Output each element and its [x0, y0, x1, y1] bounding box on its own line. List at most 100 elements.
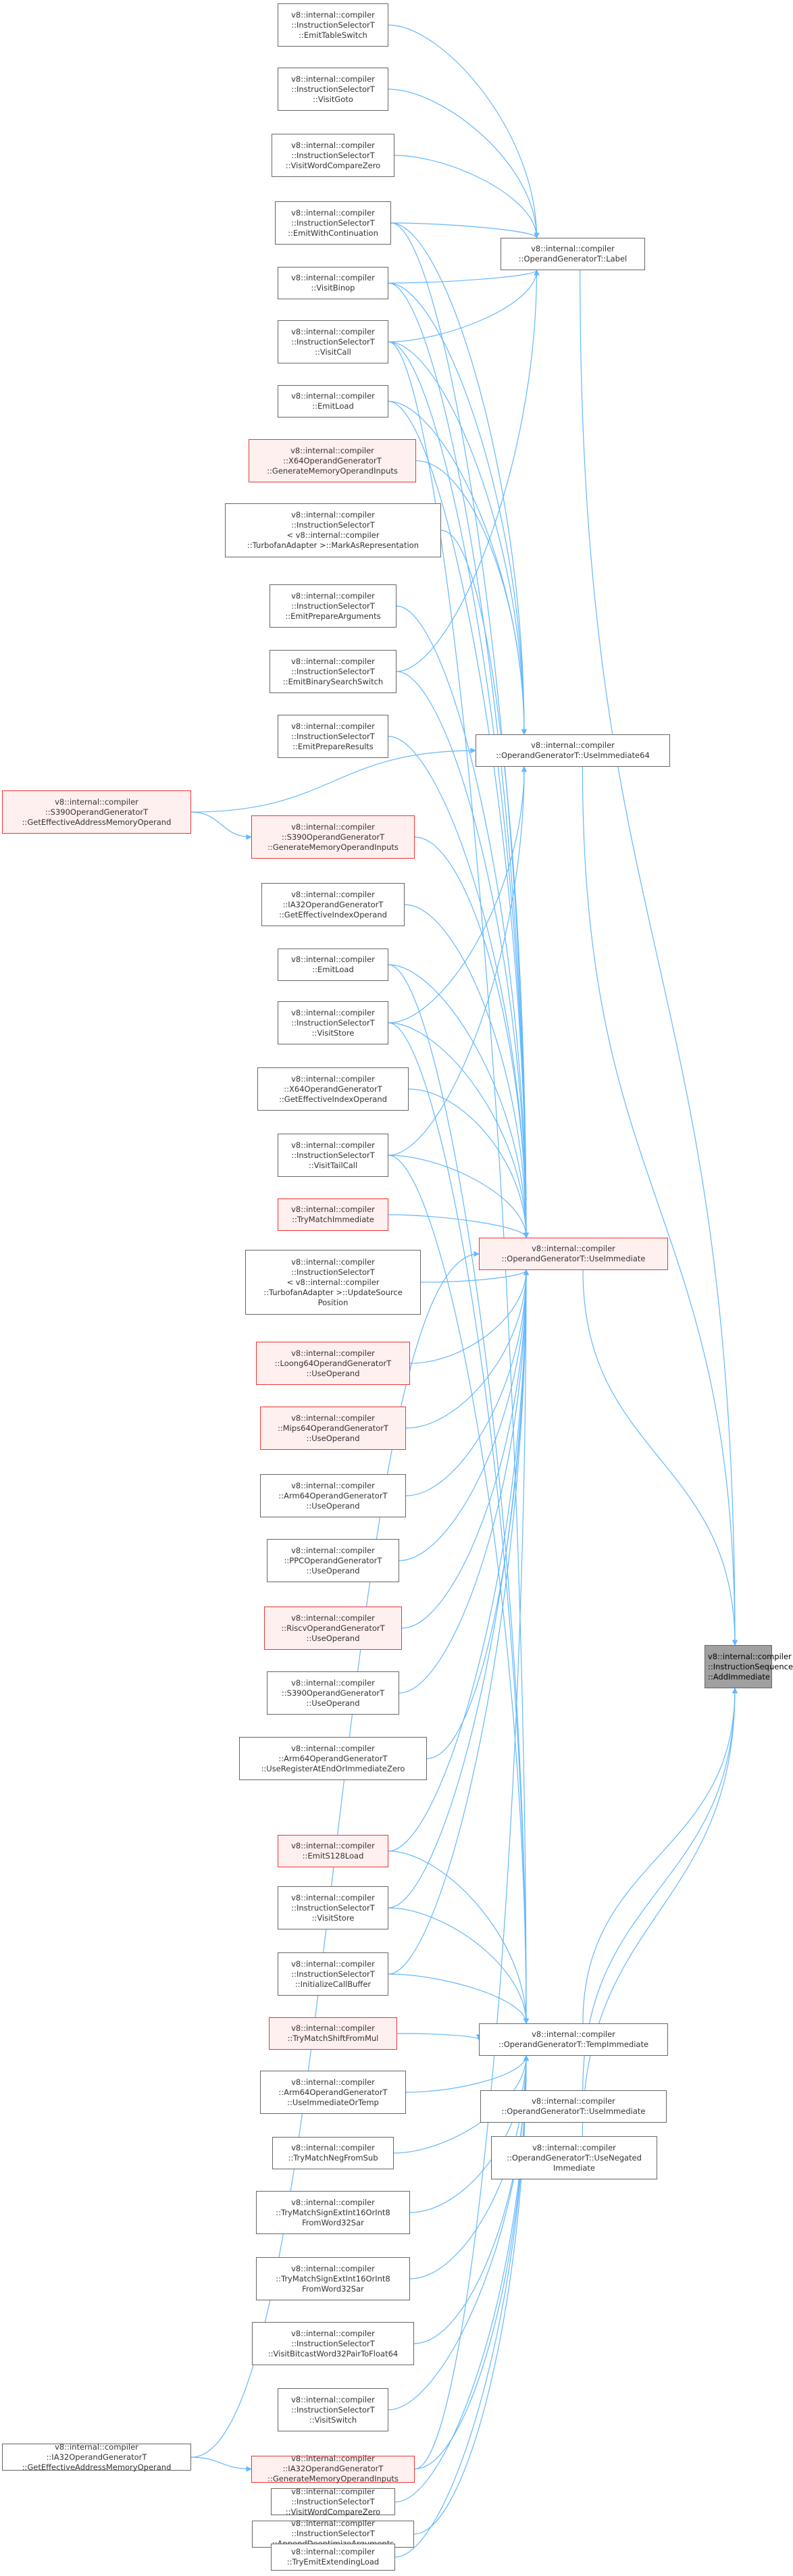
caller-node-n17[interactable]: v8::internal::compiler::InstructionSelec…	[278, 1001, 388, 1044]
caller-node-n40[interactable]: v8::internal::compiler::IA32OperandGener…	[251, 2454, 415, 2483]
edge-n19-to-useimm	[388, 1155, 530, 1238]
node-label-line: v8::internal::compiler	[290, 445, 374, 455]
caller-node-n25[interactable]: v8::internal::compiler::PPCOperandGenera…	[267, 1539, 399, 1582]
node-label-line: ::InstructionSelectorT	[291, 1969, 375, 1979]
caller-node-n34[interactable]: v8::internal::compiler::TryMatchNegFromS…	[272, 2137, 394, 2169]
caller-node-n6[interactable]: v8::internal::compiler::InstructionSelec…	[278, 320, 388, 363]
caller-node-n15[interactable]: v8::internal::compiler::IA32OperandGener…	[261, 883, 405, 926]
caller-node-n30[interactable]: v8::internal::compiler::InstructionSelec…	[278, 1886, 388, 1929]
caller-node-n1[interactable]: v8::internal::compiler::InstructionSelec…	[278, 3, 388, 47]
caller-node-n29[interactable]: v8::internal::compiler::EmitS128Load	[278, 1835, 388, 1867]
node-label-line: ::TryMatchImmediate	[292, 1215, 374, 1224]
caller-node-n9[interactable]: v8::internal::compiler::InstructionSelec…	[225, 503, 441, 557]
node-label-line: ::VisitBinop	[311, 283, 355, 293]
caller-node-n13[interactable]: v8::internal::compiler::S390OperandGener…	[2, 790, 191, 834]
node-label-line: ::Mips64OperandGeneratorT	[277, 1423, 388, 1433]
node-label-line: ::VisitTailCall	[308, 1160, 358, 1170]
edge-useimm-to-root	[582, 1269, 738, 1646]
node-label-line: ::InstructionSelectorT	[291, 336, 375, 347]
node-label-line: v8::internal::compiler	[291, 326, 375, 336]
caller-node-n28[interactable]: v8::internal::compiler::Arm64OperandGene…	[239, 1737, 427, 1780]
caller-node-n32[interactable]: v8::internal::compiler::TryMatchShiftFro…	[269, 2017, 397, 2050]
caller-node-n37[interactable]: v8::internal::compiler::InstructionSelec…	[252, 2322, 414, 2365]
node-label-line: ::EmitPrepareResults	[292, 741, 374, 751]
edge-n10-to-useimm	[396, 605, 530, 1238]
edge-n3-to-label	[394, 155, 540, 238]
edge-n25-to-useimm	[399, 1269, 530, 1561]
caller-node-n23[interactable]: v8::internal::compiler::Mips64OperandGen…	[260, 1407, 406, 1450]
node-label-line: v8::internal::compiler	[708, 1651, 792, 1661]
edge-n35-to-tempimm	[409, 2055, 530, 2213]
node-label-line: < v8::internal::compiler	[286, 530, 380, 540]
node-label-line: ::RiscvOperandGeneratorT	[281, 1623, 385, 1633]
node-label-line: v8::internal::compiler	[532, 2029, 615, 2039]
edge-n19-to-tempimm	[388, 1155, 530, 2024]
node-label-line: ::PPCOperandGeneratorT	[284, 1555, 382, 1565]
node-label-line: ::InstructionSelectorT	[291, 84, 375, 94]
node-label-line: ::EmitBinarySearchSwitch	[282, 676, 384, 686]
edge-n29-to-useimm	[388, 1269, 530, 1852]
edge-n22-to-useimm	[409, 1269, 530, 1364]
caller-node-n11[interactable]: v8::internal::compiler::InstructionSelec…	[270, 650, 396, 693]
caller-node-n8[interactable]: v8::internal::compiler::X64OperandGenera…	[249, 439, 416, 482]
node-label-line: v8::internal::compiler	[55, 2442, 138, 2452]
node-label-line: v8::internal::compiler	[291, 1892, 375, 1902]
caller-node-n26[interactable]: v8::internal::compiler::RiscvOperandGene…	[264, 1607, 402, 1650]
edge-n21-to-useimm	[420, 1269, 530, 1283]
node-label-line: ::InitializeCallBuffer	[295, 1979, 372, 1989]
edge-n31-to-tempimm	[388, 1973, 530, 2024]
caller-node-n35[interactable]: v8::internal::compiler::TryMatchSignExtI…	[256, 2191, 410, 2234]
caller-node-n21[interactable]: v8::internal::compiler::InstructionSelec…	[245, 1250, 421, 1315]
caller-node-n18[interactable]: v8::internal::compiler::X64OperandGenera…	[257, 1067, 409, 1111]
caller-node-n4[interactable]: v8::internal::compiler::InstructionSelec…	[275, 201, 391, 245]
node-label-line: ::VisitCall	[315, 347, 351, 357]
node-usenegimm[interactable]: v8::internal::compiler::OperandGenerator…	[491, 2136, 657, 2179]
node-label-line: v8::internal::compiler	[291, 391, 375, 401]
call-graph: v8::internal::compiler::InstructionSeque…	[2, 3, 793, 2571]
caller-node-n10[interactable]: v8::internal::compiler::InstructionSelec…	[270, 584, 396, 628]
node-label-line: FromWord32Sar	[302, 2217, 364, 2227]
caller-node-n3[interactable]: v8::internal::compiler::InstructionSelec…	[272, 134, 394, 177]
caller-node-n38[interactable]: v8::internal::compiler::InstructionSelec…	[278, 2388, 388, 2431]
caller-node-n5[interactable]: v8::internal::compiler::VisitBinop	[278, 267, 388, 299]
node-label-line: ::X64OperandGeneratorT	[284, 1084, 382, 1094]
caller-node-n33[interactable]: v8::internal::compiler::Arm64OperandGene…	[260, 2071, 406, 2114]
node-label-line: ::VisitSwitch	[309, 2415, 357, 2425]
node-tempimm[interactable]: v8::internal::compiler::OperandGenerator…	[479, 2023, 668, 2056]
node-label-line: v8::internal::compiler	[291, 1007, 375, 1017]
node-label-line: v8::internal::compiler	[291, 1140, 375, 1150]
caller-node-n31[interactable]: v8::internal::compiler::InstructionSelec…	[278, 1952, 388, 1996]
node-label[interactable]: v8::internal::compiler::OperandGenerator…	[501, 238, 645, 270]
node-label-line: ::UseOperand	[306, 1633, 360, 1643]
caller-node-n19[interactable]: v8::internal::compiler::InstructionSelec…	[278, 1134, 388, 1177]
node-label-line: v8::internal::compiler	[291, 2197, 375, 2207]
node-label-line: ::VisitBitcastWord32PairToFloat64	[267, 2348, 399, 2358]
caller-node-n36[interactable]: v8::internal::compiler::TryMatchSignExtI…	[256, 2257, 410, 2300]
caller-node-n27[interactable]: v8::internal::compiler::S390OperandGener…	[267, 1671, 399, 1715]
caller-node-n22[interactable]: v8::internal::compiler::Loong64OperandGe…	[256, 1342, 410, 1385]
node-label-line: ::UseOperand	[306, 1698, 360, 1708]
node-label-line: < v8::internal::compiler	[286, 1277, 380, 1287]
node-useimm2[interactable]: v8::internal::compiler::OperandGenerator…	[480, 2090, 667, 2123]
caller-node-n41[interactable]: v8::internal::compiler::InstructionSelec…	[271, 2487, 395, 2517]
node-label-line: ::InstructionSelectorT	[291, 520, 375, 530]
edge-n2-to-label	[388, 89, 540, 238]
node-label-line: ::InstructionSelectorT	[291, 1017, 375, 1028]
edge-n29-to-tempimm	[388, 1850, 530, 2024]
caller-node-n12[interactable]: v8::internal::compiler::InstructionSelec…	[278, 715, 388, 758]
caller-node-n24[interactable]: v8::internal::compiler::Arm64OperandGene…	[260, 1474, 406, 1517]
edge-n38-to-tempimm	[388, 2055, 530, 2410]
caller-node-n43[interactable]: v8::internal::compiler::TryEmitExtending…	[271, 2544, 395, 2571]
caller-node-n20[interactable]: v8::internal::compiler::TryMatchImmediat…	[278, 1198, 388, 1231]
node-useimm[interactable]: v8::internal::compiler::OperandGenerator…	[479, 1238, 668, 1270]
edge-n4-to-useimm64	[390, 222, 528, 735]
node-useimm64[interactable]: v8::internal::compiler::OperandGenerator…	[476, 734, 670, 767]
caller-node-n14[interactable]: v8::internal::compiler::S390OperandGener…	[251, 815, 415, 859]
caller-node-n7[interactable]: v8::internal::compiler::EmitLoad	[278, 385, 388, 418]
node-label-line: v8::internal::compiler	[55, 797, 138, 807]
node-label-line: v8::internal::compiler	[531, 244, 615, 253]
caller-node-n2[interactable]: v8::internal::compiler::InstructionSelec…	[278, 68, 388, 111]
caller-node-n39[interactable]: v8::internal::compiler::IA32OperandGener…	[2, 2442, 191, 2472]
node-label-line: ::InstructionSelectorT	[291, 218, 375, 228]
caller-node-n16[interactable]: v8::internal::compiler::EmitLoad	[278, 949, 388, 981]
